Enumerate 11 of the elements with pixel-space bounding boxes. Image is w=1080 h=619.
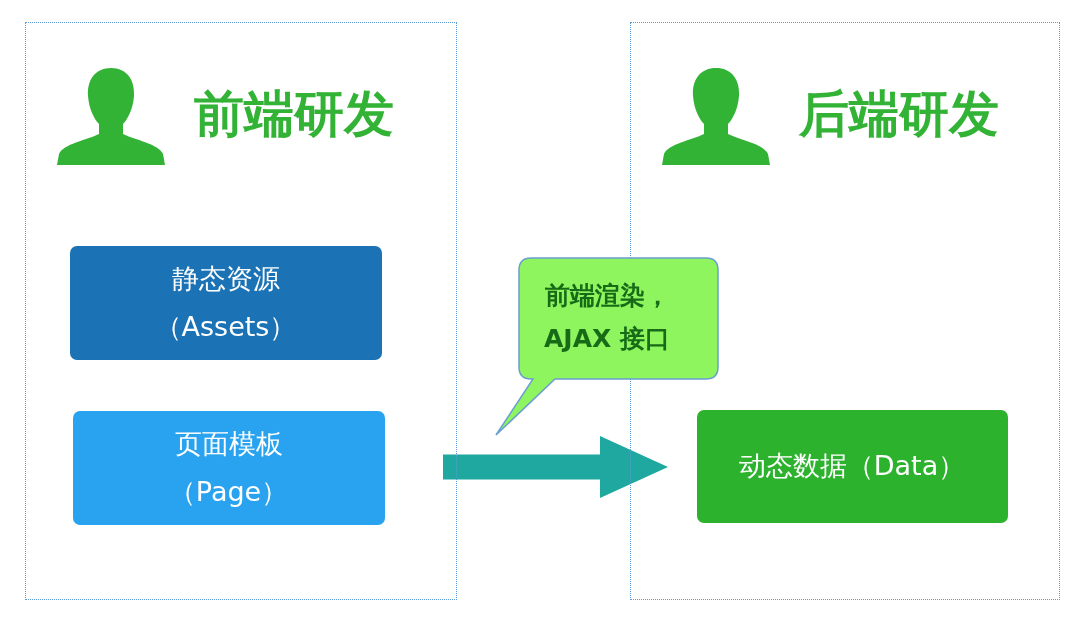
panel-frame xyxy=(25,22,457,600)
process-box xyxy=(72,410,385,525)
arrow xyxy=(443,436,668,498)
box-label: 静态资源（Assets） xyxy=(153,262,298,344)
panel-heading: 后端研发 xyxy=(799,84,999,145)
callout-text: 前端渲染，AJAX 接口 xyxy=(543,280,671,355)
box-label: 动态数据（Data） xyxy=(737,449,967,484)
panel-heading: 前端研发 xyxy=(194,84,394,145)
process-box xyxy=(696,409,1008,523)
process-box xyxy=(69,245,382,360)
box-label: 页面模板（Page） xyxy=(167,427,290,509)
